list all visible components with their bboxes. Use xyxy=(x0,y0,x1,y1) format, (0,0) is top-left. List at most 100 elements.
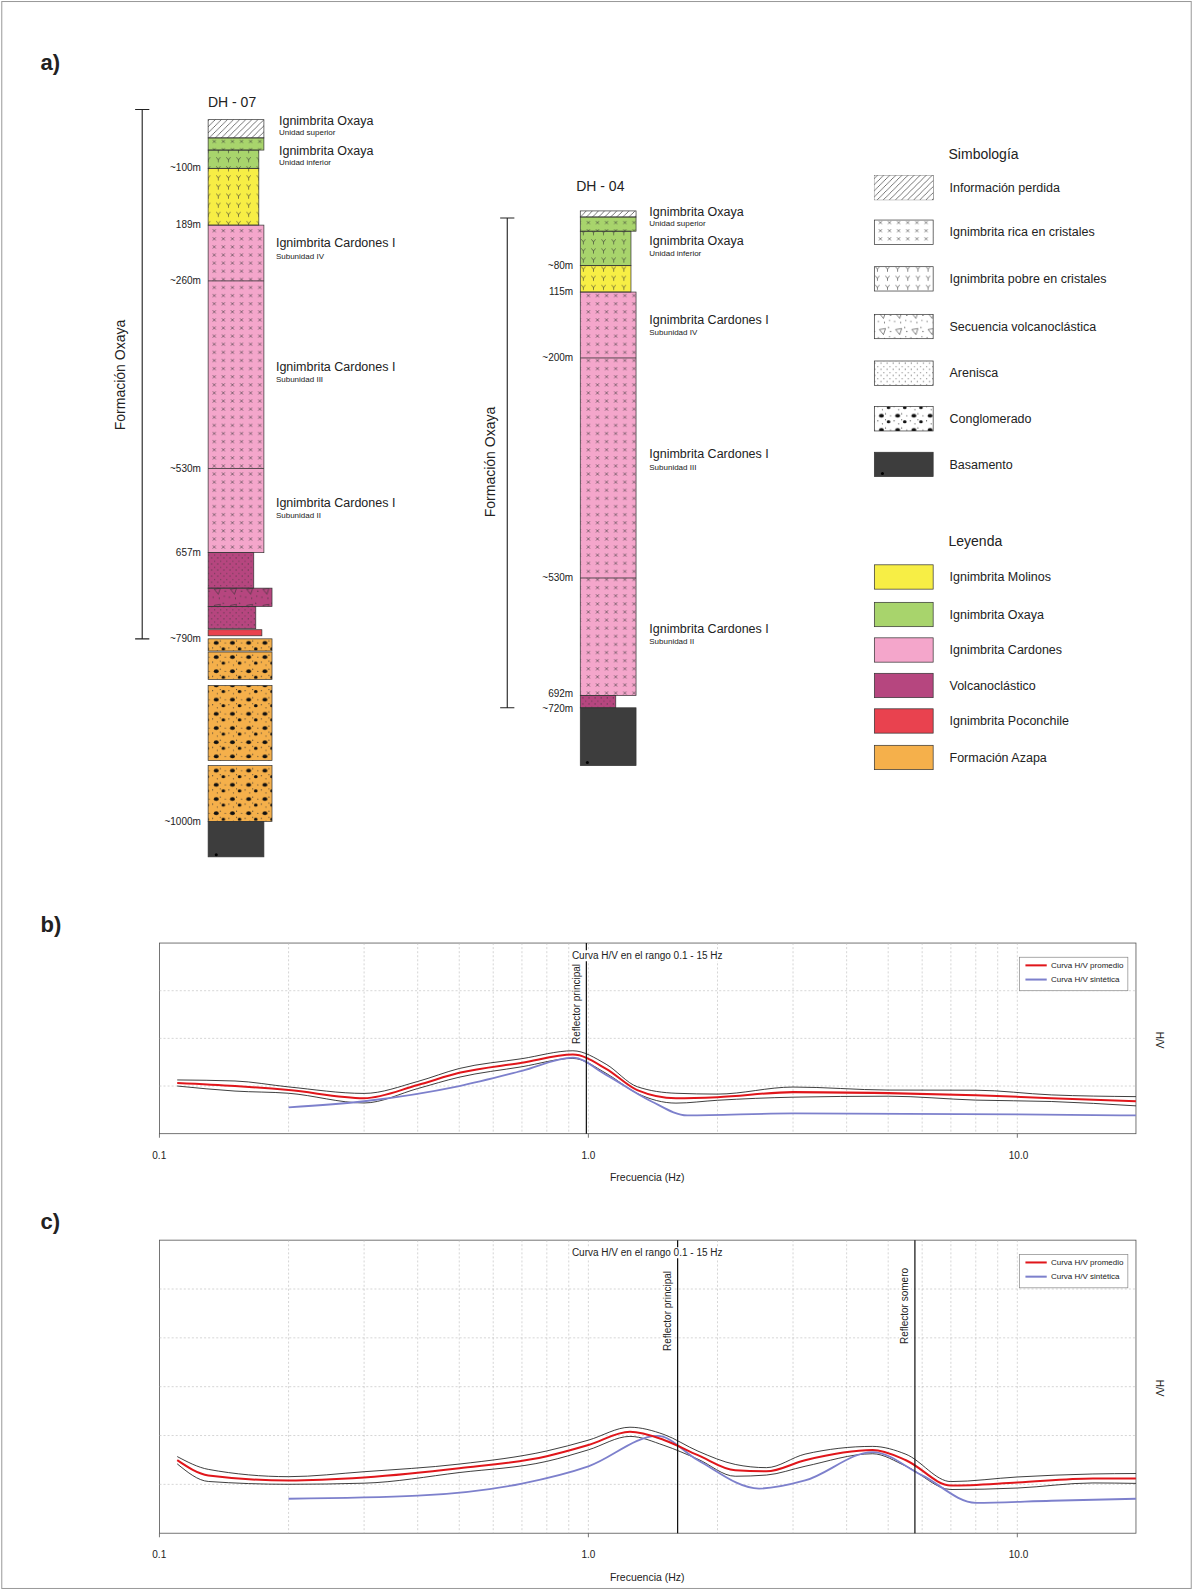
legend-text: Curva H/V promedio xyxy=(1051,961,1123,970)
formation-bracket xyxy=(500,218,514,708)
layer-fill xyxy=(208,553,254,588)
layer-fill xyxy=(208,168,259,225)
mean-curve xyxy=(177,1055,1136,1102)
pattern-swatch xyxy=(874,314,933,338)
unit-name: Ignimbrita Cardones I xyxy=(276,360,396,374)
legend-text: Basamento xyxy=(950,457,1013,471)
pattern-swatch-fill xyxy=(874,267,933,291)
axis-tick xyxy=(159,1134,160,1138)
layer-fill xyxy=(580,292,636,696)
axis-tick xyxy=(159,1533,160,1537)
grid-line xyxy=(588,1240,589,1533)
layer-fill xyxy=(580,266,631,292)
depth-label: ~720m xyxy=(542,703,573,715)
depth-label: ~80m xyxy=(548,260,573,272)
layer-pattern xyxy=(580,211,636,217)
axis-tick xyxy=(588,1533,589,1537)
layer-fill xyxy=(208,606,256,628)
layer-fill xyxy=(208,639,272,651)
layer-fill xyxy=(580,217,636,231)
axis-title: H/V xyxy=(1153,1031,1165,1048)
unit-name: Ignimbrita Oxaya xyxy=(649,205,743,219)
legend-heading: Leyenda xyxy=(949,533,1003,549)
subunit-name: Unidad inferior xyxy=(649,249,701,258)
basement-dot xyxy=(586,761,589,764)
color-swatch xyxy=(874,602,933,626)
color-swatch xyxy=(874,745,933,769)
layer-pattern xyxy=(580,696,615,708)
depth-label: ~200m xyxy=(542,352,573,364)
layer-pattern xyxy=(208,120,264,138)
layer-fill xyxy=(208,150,259,168)
grid-line xyxy=(159,1086,1136,1087)
borehole-name: DH - 07 xyxy=(208,94,256,110)
layer-pattern xyxy=(208,606,256,628)
tick-label: 0.1 xyxy=(152,1549,166,1561)
legend-box xyxy=(1019,957,1128,990)
layer-fill xyxy=(208,652,272,679)
depth-label: 657m xyxy=(176,547,201,559)
reflector-label: Reflector principal xyxy=(571,962,583,1046)
tick-label: 10.0 xyxy=(1009,1549,1028,1561)
layer-outline xyxy=(208,630,262,636)
std-curve xyxy=(177,1051,1136,1097)
layer-fill xyxy=(208,138,264,150)
layer-pattern xyxy=(208,138,264,150)
axis-tick xyxy=(588,1134,589,1138)
grid-line xyxy=(288,943,289,1134)
legend-box xyxy=(1019,1254,1128,1287)
layer-pattern xyxy=(208,168,259,225)
layer-fill xyxy=(208,766,272,822)
legend-text: Ignimbrita pobre en cristales xyxy=(950,272,1107,286)
layer-fill xyxy=(208,821,264,856)
std-curve xyxy=(177,1058,1136,1105)
legend-text: Ignimbrita Molinos xyxy=(950,570,1051,584)
depth-label: ~530m xyxy=(542,572,573,584)
plot-frame xyxy=(159,1240,1136,1533)
grid-line xyxy=(588,943,589,1134)
pattern-swatch-fill xyxy=(874,220,933,244)
grid-line xyxy=(888,943,889,1134)
layer-pattern xyxy=(208,588,272,606)
depth-label: 115m xyxy=(549,286,573,298)
layer-pattern xyxy=(580,292,636,696)
borehole-name: DH - 04 xyxy=(576,178,624,194)
grid-line xyxy=(159,1386,1136,1387)
subunit-name: Subunidad II xyxy=(649,638,694,647)
layer-outline xyxy=(580,708,636,766)
pattern-swatch-fill xyxy=(874,361,933,385)
formation-bracket xyxy=(135,110,149,639)
legend-text: Curva H/V sintética xyxy=(1051,1273,1119,1282)
depth-label: 692m xyxy=(548,688,573,700)
stratigraphic-columns xyxy=(135,110,636,857)
grid-line xyxy=(417,943,418,1134)
legend-text: Volcanoclástico xyxy=(950,679,1036,693)
depth-label: 189m xyxy=(176,219,201,231)
axis-title: H/V xyxy=(1153,1379,1165,1396)
grid-line xyxy=(568,1240,569,1533)
reflector-line xyxy=(677,1240,678,1533)
layer-pattern xyxy=(580,217,636,231)
unit-name: Ignimbrita Oxaya xyxy=(649,234,743,248)
color-swatch xyxy=(874,565,933,589)
color-swatch xyxy=(874,452,933,476)
tick-label: 10.0 xyxy=(1009,1151,1028,1163)
color-swatch xyxy=(874,673,933,697)
layer-fill xyxy=(208,685,272,760)
formation-name: Formación Oxaya xyxy=(112,320,128,430)
line-sample xyxy=(1025,964,1046,966)
unit-name: Ignimbrita Oxaya xyxy=(279,114,373,128)
plot-title: Curva H/V en el rango 0.1 - 15 Hz xyxy=(570,1247,725,1259)
grid-line xyxy=(159,1289,1136,1290)
legend-text: Curva H/V promedio xyxy=(1051,1258,1123,1267)
layer-pattern xyxy=(208,639,272,651)
pattern-swatch xyxy=(874,407,933,431)
pattern-swatch-fill xyxy=(874,175,933,199)
subunit-name: Subunidad IV xyxy=(649,328,697,337)
layer-pattern xyxy=(208,150,259,168)
unit-name: Ignimbrita Cardones I xyxy=(649,312,769,326)
subunit-name: Subunidad III xyxy=(649,463,696,472)
legend-text: Ignimbrita Poconchile xyxy=(950,714,1070,728)
